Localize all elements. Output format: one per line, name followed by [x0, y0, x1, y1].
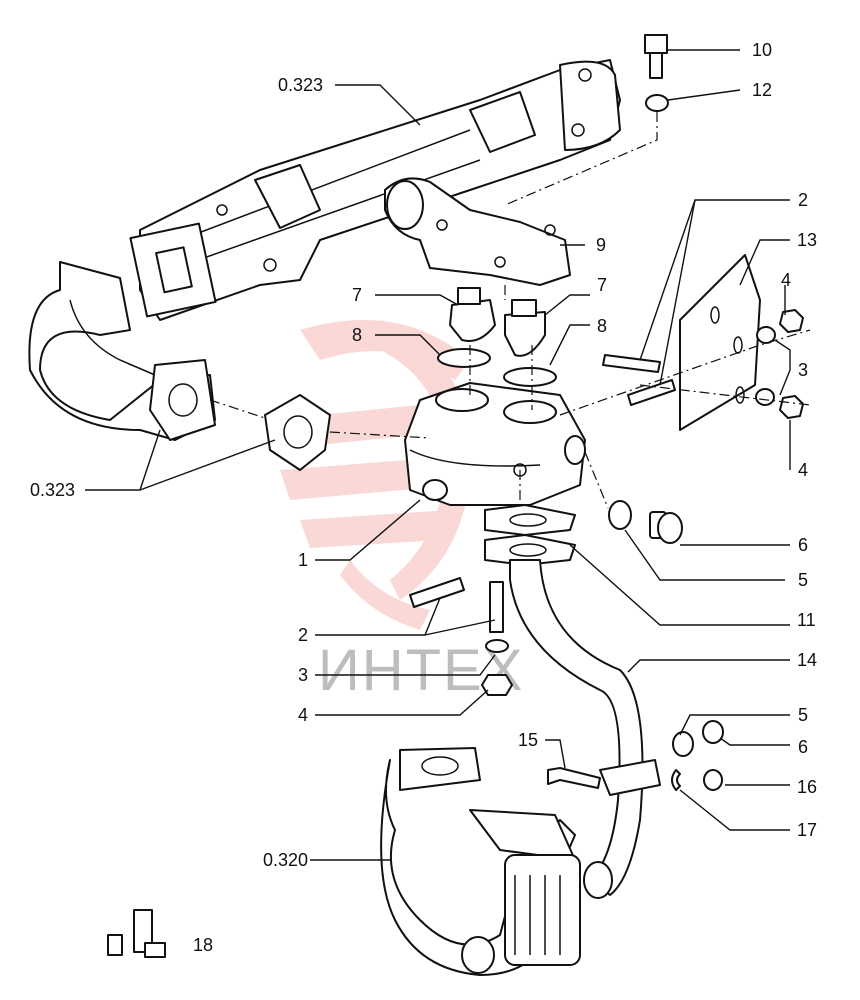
label-2-lower: 2	[298, 625, 308, 645]
stud-lower-1	[409, 577, 465, 608]
thermostat-right	[504, 299, 546, 357]
label-4-lower: 4	[298, 705, 308, 725]
label-16: 16	[797, 777, 817, 797]
label-13: 13	[797, 230, 817, 250]
label-0323-top: 0.323	[278, 75, 323, 95]
bolt-15	[547, 767, 601, 789]
stud-upper-1	[602, 354, 661, 373]
washer-3-lower	[755, 388, 775, 406]
washer-5	[608, 500, 632, 530]
sealant-tube-18	[107, 909, 166, 958]
outlet-gaskets	[484, 504, 576, 566]
nut-16	[703, 769, 723, 791]
label-5-upper: 5	[798, 570, 808, 590]
seal-ring-left	[437, 348, 491, 368]
exhaust-pipe	[28, 261, 216, 441]
washer-3-pump	[485, 639, 509, 653]
label-0320: 0.320	[263, 850, 308, 870]
label-17: 17	[797, 820, 817, 840]
label-6-lower: 6	[798, 737, 808, 757]
clip-17	[671, 769, 681, 791]
washer-12	[645, 94, 669, 112]
nut-4-pump	[481, 674, 513, 696]
nut-4-lower	[779, 395, 804, 419]
label-10: 10	[752, 40, 772, 60]
thermostat-housing	[404, 382, 586, 506]
bolt-10	[644, 34, 668, 79]
plug-6	[649, 511, 683, 544]
coolant-pipe	[509, 559, 661, 899]
label-18: 18	[193, 935, 213, 955]
label-7-right: 7	[597, 275, 607, 295]
label-8-right: 8	[597, 316, 607, 336]
thermostat-left	[449, 287, 496, 342]
assembly-lines	[209, 112, 811, 510]
label-8-left: 8	[352, 325, 362, 345]
label-3-upper: 3	[798, 360, 808, 380]
callout-labels: 0.323 0.323 0.320 1 2 2 3 3 4 4 4 5 5 6 …	[30, 40, 817, 955]
label-2-upper: 2	[798, 190, 808, 210]
label-15: 15	[518, 730, 538, 750]
label-14: 14	[797, 650, 817, 670]
seal-ring-right	[503, 367, 557, 387]
label-11: 11	[797, 610, 816, 630]
plug-6-pump	[702, 720, 724, 744]
nut-4-upper	[779, 309, 804, 333]
washer-3-upper	[756, 326, 776, 344]
label-1: 1	[298, 550, 308, 570]
label-12: 12	[752, 80, 772, 100]
label-5-lower: 5	[798, 705, 808, 725]
label-7-left: 7	[352, 285, 362, 305]
stud-upper-2	[627, 379, 676, 406]
exhaust-manifold	[129, 59, 621, 321]
watermark-logo	[270, 320, 471, 630]
label-4-top: 4	[781, 270, 791, 290]
flange-gasket	[264, 394, 331, 471]
mounting-bracket	[679, 254, 761, 431]
washer-5-pump	[672, 731, 694, 757]
leader-lines	[85, 49, 791, 861]
label-0323-left: 0.323	[30, 480, 75, 500]
water-pump-assembly	[380, 747, 581, 976]
label-6-upper: 6	[798, 535, 808, 555]
outlet-elbow	[384, 177, 571, 286]
label-4-right: 4	[798, 460, 808, 480]
label-9: 9	[596, 235, 606, 255]
stud-lower-2	[489, 581, 504, 633]
label-3-lower: 3	[298, 665, 308, 685]
